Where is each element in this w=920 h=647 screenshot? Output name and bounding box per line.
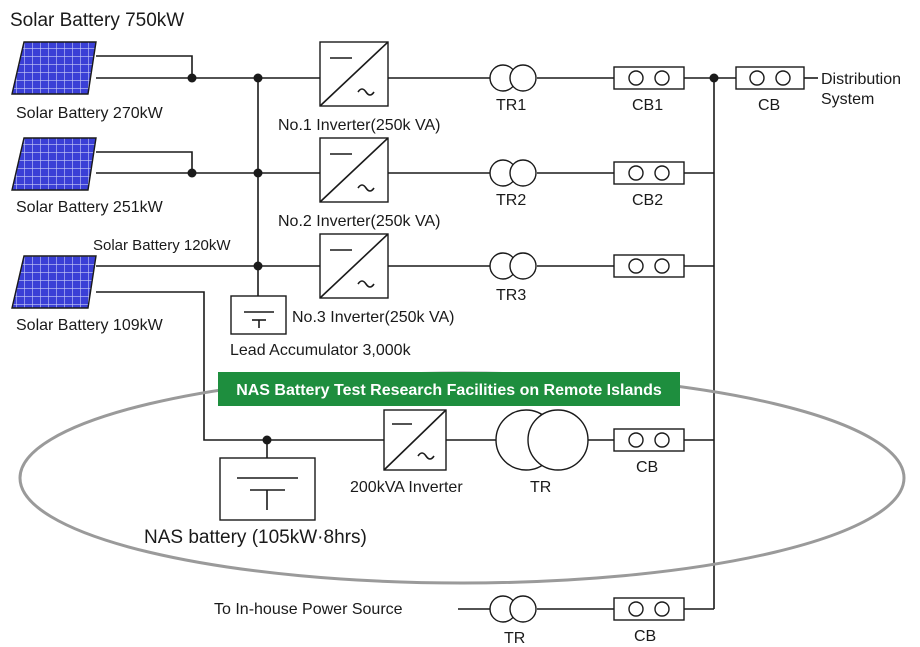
solar-panel-3b-label: Solar Battery 109kW <box>16 317 164 334</box>
circuit-breaker-cb2-label: CB2 <box>632 192 663 209</box>
transformer-nas <box>495 409 589 471</box>
inverter-1-label: No.1 Inverter(250k VA) <box>278 117 440 134</box>
solar-panel-2 <box>11 137 97 191</box>
circuit-breaker-distribution <box>735 66 805 90</box>
transformer-tr2-label: TR2 <box>496 192 526 209</box>
wiring <box>96 55 818 610</box>
inverter-1 <box>319 41 389 107</box>
circuit-breaker-inhouse-label: CB <box>634 628 656 645</box>
circuit-breaker-nas-label: CB <box>636 459 658 476</box>
nas-banner-text: NAS Battery Test Research Facilities on … <box>236 382 662 399</box>
inhouse-label: To In-house Power Source <box>214 601 403 618</box>
inverter-nas-label: 200kVA Inverter <box>350 479 463 496</box>
inverter-2 <box>319 137 389 203</box>
circuit-breaker-distribution-label: CB <box>758 97 780 114</box>
nas-battery-label: NAS battery (105kW·8hrs) <box>144 527 367 548</box>
circuit-breaker-inhouse <box>613 597 685 621</box>
transformer-inhouse <box>489 595 537 623</box>
solar-panel-3a-label: Solar Battery 120kW <box>93 237 231 254</box>
inverter-3-label: No.3 Inverter(250k VA) <box>292 309 454 326</box>
transformer-tr3-label: TR3 <box>496 287 526 304</box>
transformer-nas-label: TR <box>530 479 551 496</box>
diagram-title: Solar Battery 750kW <box>10 10 184 31</box>
circuit-breaker-cb1 <box>613 66 685 90</box>
solar-panel-1 <box>11 41 97 95</box>
nas-banner: NAS Battery Test Research Facilities on … <box>218 372 680 406</box>
transformer-tr1 <box>489 64 537 92</box>
transformer-tr2 <box>489 159 537 187</box>
transformer-tr3 <box>489 252 537 280</box>
circuit-breaker-cb2 <box>613 161 685 185</box>
solar-panel-2-label: Solar Battery 251kW <box>16 199 164 216</box>
nas-battery <box>219 457 316 521</box>
circuit-breaker-nas <box>613 428 685 452</box>
solar-panel-3 <box>11 255 97 309</box>
transformer-tr1-label: TR1 <box>496 97 526 114</box>
circuit-breaker-cb3 <box>613 254 685 278</box>
lead-accumulator-label: Lead Accumulator 3,000k <box>230 342 412 359</box>
inverter-3 <box>319 233 389 299</box>
inverter-nas <box>383 409 447 471</box>
solar-panel-1-label: Solar Battery 270kW <box>16 105 164 122</box>
transformer-inhouse-label: TR <box>504 630 525 647</box>
distribution-label-line1: Distribution <box>821 71 901 88</box>
junction-dots <box>187 73 719 445</box>
inverter-2-label: No.2 Inverter(250k VA) <box>278 213 440 230</box>
circuit-breaker-cb1-label: CB1 <box>632 97 663 114</box>
distribution-label-line2: System <box>821 91 874 108</box>
lead-accumulator <box>230 295 287 335</box>
